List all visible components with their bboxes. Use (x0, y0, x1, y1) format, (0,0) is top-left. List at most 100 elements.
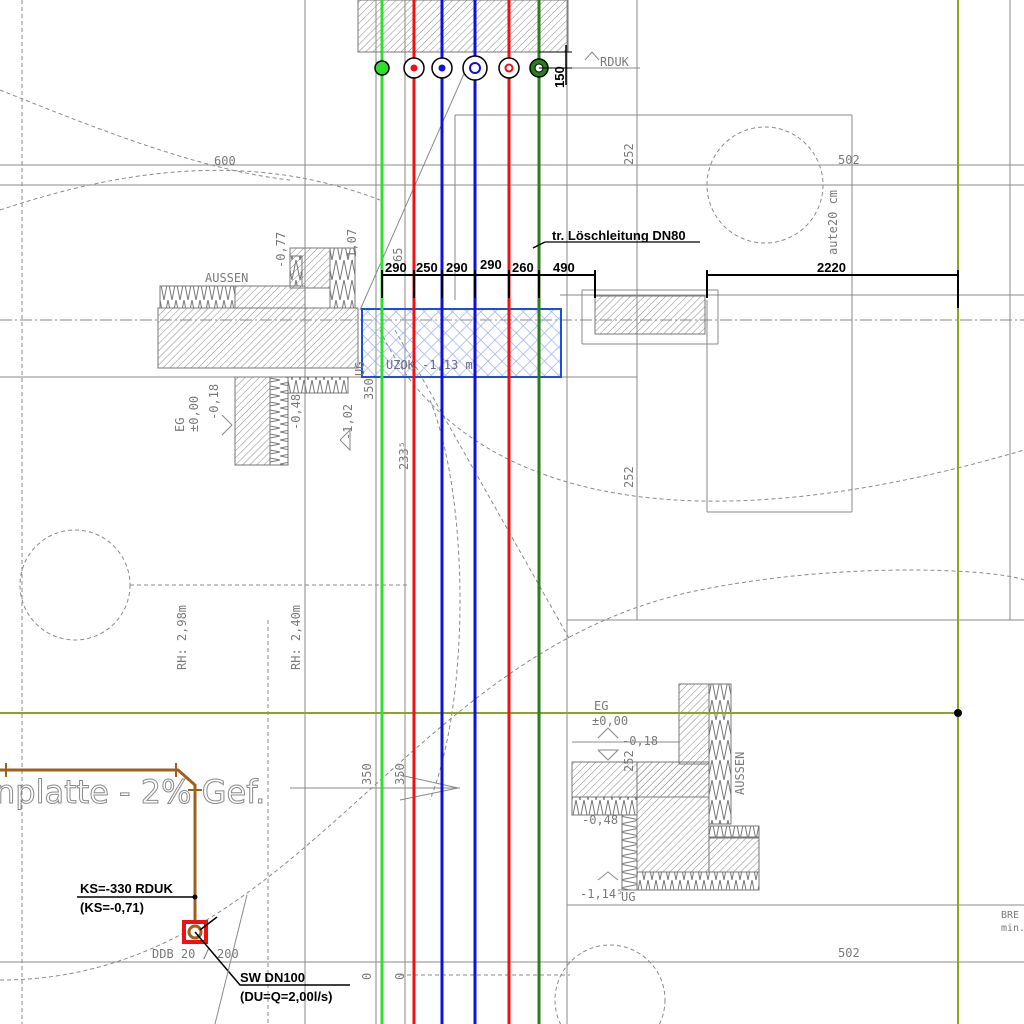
drawing-stroke (504, 63, 514, 73)
drawing-stroke (19, 529, 131, 641)
drawing-stroke (399, 774, 459, 801)
drawing-stroke (708, 683, 732, 825)
dim-label: 290 (385, 260, 407, 275)
level-107: -1,07 (345, 229, 359, 265)
drawing-stroke (708, 825, 760, 839)
dim-252-low: 252 (622, 750, 636, 772)
level-000-left: ±0,00 (187, 396, 201, 432)
dim-150: 150 (552, 66, 567, 88)
drawing-stroke (0, 169, 381, 211)
sewage-pipe[interactable] (0, 763, 350, 1024)
drawing-stroke (234, 376, 271, 466)
dim-label: 250 (416, 260, 438, 275)
pipe-section-icon (374, 60, 390, 76)
dim-2220: 2220 (817, 260, 846, 275)
drawing-stroke (287, 376, 349, 394)
level-018-left: -0,18 (207, 384, 221, 420)
uzok-zone[interactable] (361, 308, 562, 378)
eg-label-right: EG (594, 699, 608, 713)
level-048-right: -0,48 (582, 813, 618, 827)
sw-label: SW DN100 (240, 970, 305, 985)
drawing-stroke (394, 329, 571, 641)
drawing-stroke (438, 64, 446, 72)
dim-350: 350 (393, 763, 407, 785)
dimension-chain (381, 241, 959, 308)
ks-level-label: (KS=-0,71) (80, 900, 144, 915)
drawing-stroke (706, 126, 824, 244)
dim-0: 0 (360, 973, 374, 980)
dim-label: 290 (446, 260, 468, 275)
dim-350: 350 (360, 763, 374, 785)
drawing-stroke (194, 931, 350, 986)
drawing-stroke (157, 307, 359, 369)
drawing-stroke (597, 871, 619, 881)
drawing-stroke (597, 749, 620, 761)
room-height-298: RH: 2,98m (175, 605, 189, 670)
drawing-stroke (0, 768, 197, 932)
drawing-stroke (357, 0, 569, 53)
drawing-stroke (554, 944, 666, 1024)
uzok-label: UZOK -1,13 m (386, 358, 473, 372)
drawing-stroke (584, 51, 600, 61)
dim-350: 350 (362, 378, 376, 400)
drawing-stroke (594, 295, 706, 335)
level-018-right: -0,18 (622, 734, 658, 748)
drawing-stroke (636, 761, 710, 873)
min-label: min. (1001, 923, 1024, 934)
drawing-stroke (192, 894, 198, 900)
dim-252-mid: 252 (622, 466, 636, 488)
drawing-stroke (469, 62, 481, 74)
dim-502-bottom: 502 (838, 946, 860, 960)
level-102: -1,02 (341, 404, 355, 440)
grid-axes (0, 0, 962, 1024)
dim-252-top: 252 (622, 143, 636, 165)
drawing-stroke (214, 894, 248, 1024)
annotations: RDUK 150 600 252 502 aute20 cm tr. Lösch… (0, 55, 1024, 1004)
aussen-label-right: AUSSEN (733, 752, 747, 795)
dim-502-top: 502 (838, 153, 860, 167)
bre-label: BRE (1001, 910, 1019, 921)
drawing-stroke (159, 285, 236, 309)
pipe-section-icon (462, 55, 488, 81)
room-height-240: RH: 2,40m (289, 605, 303, 670)
dim-label: 260 (512, 260, 534, 275)
dim-65: 65 (391, 248, 405, 262)
drawing-stroke (532, 241, 546, 249)
drawing-stroke (187, 924, 203, 940)
rduk-label: RDUK (600, 55, 630, 69)
drawing-stroke (678, 683, 710, 765)
drawing-stroke (269, 376, 289, 466)
level-000-right: ±0,00 (592, 714, 628, 728)
ug-label-left: UG (353, 362, 367, 376)
aute-label: aute20 cm (826, 190, 840, 255)
level-048-left: -0,48 (289, 394, 303, 430)
dim-label: 290 (480, 257, 502, 272)
drawing-stroke (199, 916, 218, 931)
dim-0: 0 (393, 973, 407, 980)
pipe-section-icon (498, 57, 520, 79)
door-swing-arcs (0, 59, 1024, 1024)
drawing-stroke (379, 329, 1024, 502)
eg-label-left: EG (173, 418, 187, 432)
drawing-stroke (0, 89, 291, 181)
drawing-stroke (429, 399, 461, 801)
drawing-stroke (410, 64, 418, 72)
dim-label: 490 (553, 260, 575, 275)
pipe-risers[interactable] (374, 0, 640, 1024)
drawing-stroke (234, 285, 306, 309)
drawing-stroke (621, 814, 638, 891)
drawing-stroke (597, 727, 619, 739)
drawing-stroke (636, 871, 760, 891)
grid-intersection-dot (954, 709, 962, 717)
ddb-label: DDB 20 / 200 (152, 947, 239, 961)
drawing-stroke (289, 255, 303, 287)
ks-label: KS=-330 RDUK (80, 881, 173, 896)
slab-slope-label: nplatte - 2% Gef. (0, 773, 265, 811)
wall-section-left (157, 0, 569, 466)
sw-flow-label: (DU=Q=2,00l/s) (240, 989, 333, 1004)
level-1145: -1,14⁵ (580, 887, 623, 901)
drawing-stroke (339, 428, 351, 452)
